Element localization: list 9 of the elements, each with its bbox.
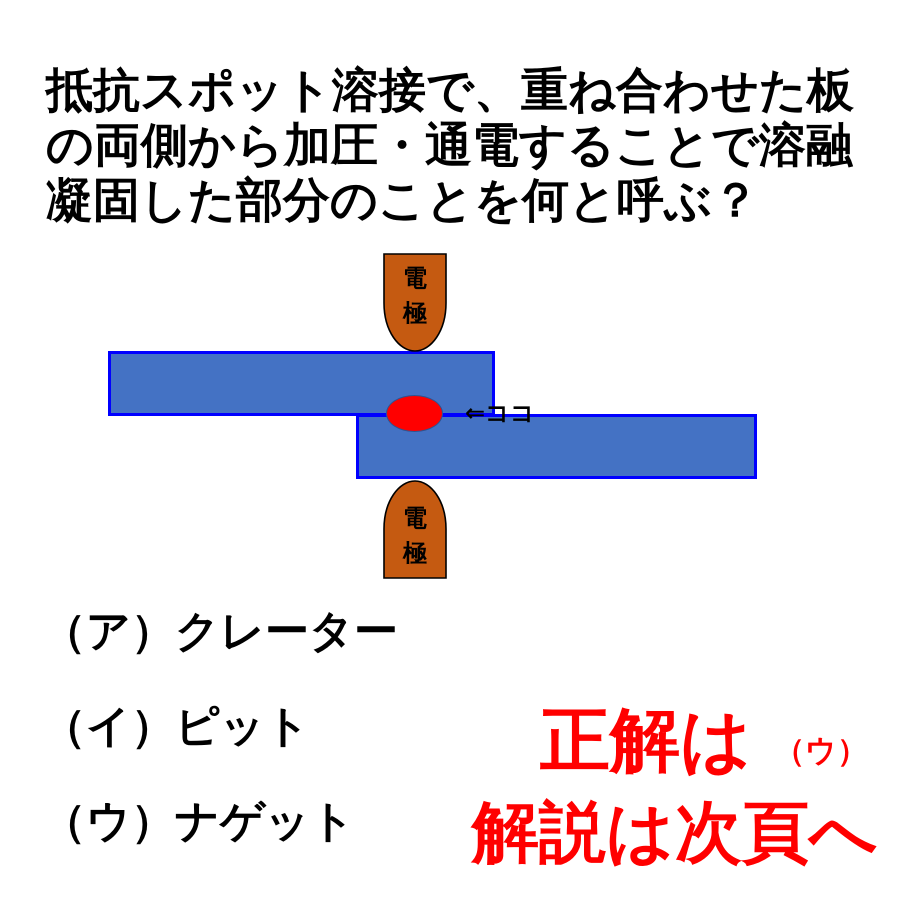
answer-text: （ウ） xyxy=(774,733,868,771)
answer-choice: （ア）クレーター xyxy=(42,606,398,658)
question-text: 抵抗スポット溶接で、重ね合わせた板の両側から加圧・通電することで溶融凝固した部分のことを何と呼ぶ？ xyxy=(46,63,855,228)
electrode: 電極 xyxy=(383,479,447,579)
answer-choice: （ウ）ナゲット xyxy=(42,796,355,848)
answer-choice: （イ）ピット xyxy=(42,700,310,754)
electrode: 電極 xyxy=(383,253,447,353)
note-text: 解説は次頁へ xyxy=(472,792,878,872)
answer-heading: 正解は xyxy=(540,698,752,782)
